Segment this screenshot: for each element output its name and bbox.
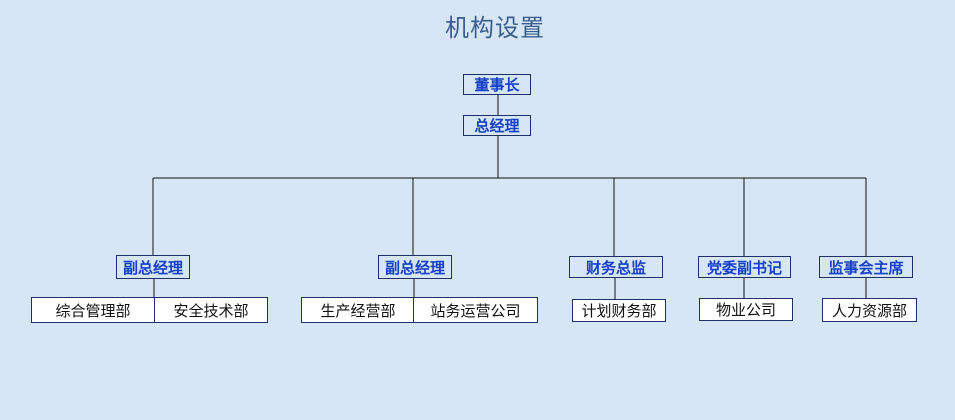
node-dept-1a: 综合管理部 (31, 297, 155, 323)
node-dept-1b: 安全技术部 (154, 297, 268, 323)
node-leader-4: 党委副书记 (698, 256, 791, 278)
node-leader-2: 副总经理 (378, 255, 452, 279)
node-dept-4: 物业公司 (699, 298, 793, 321)
node-general-manager: 总经理 (463, 115, 531, 136)
node-dept-2b: 站务运营公司 (413, 297, 538, 323)
page-title: 机构设置 (445, 14, 545, 42)
node-dept-2a: 生产经营部 (301, 297, 415, 323)
node-leader-1: 副总经理 (116, 255, 190, 279)
node-chairman: 董事长 (463, 74, 531, 95)
node-leader-3: 财务总监 (569, 256, 663, 278)
node-leader-5: 监事会主席 (819, 256, 913, 278)
node-dept-3: 计划财务部 (572, 299, 666, 322)
node-dept-5: 人力资源部 (822, 298, 917, 322)
